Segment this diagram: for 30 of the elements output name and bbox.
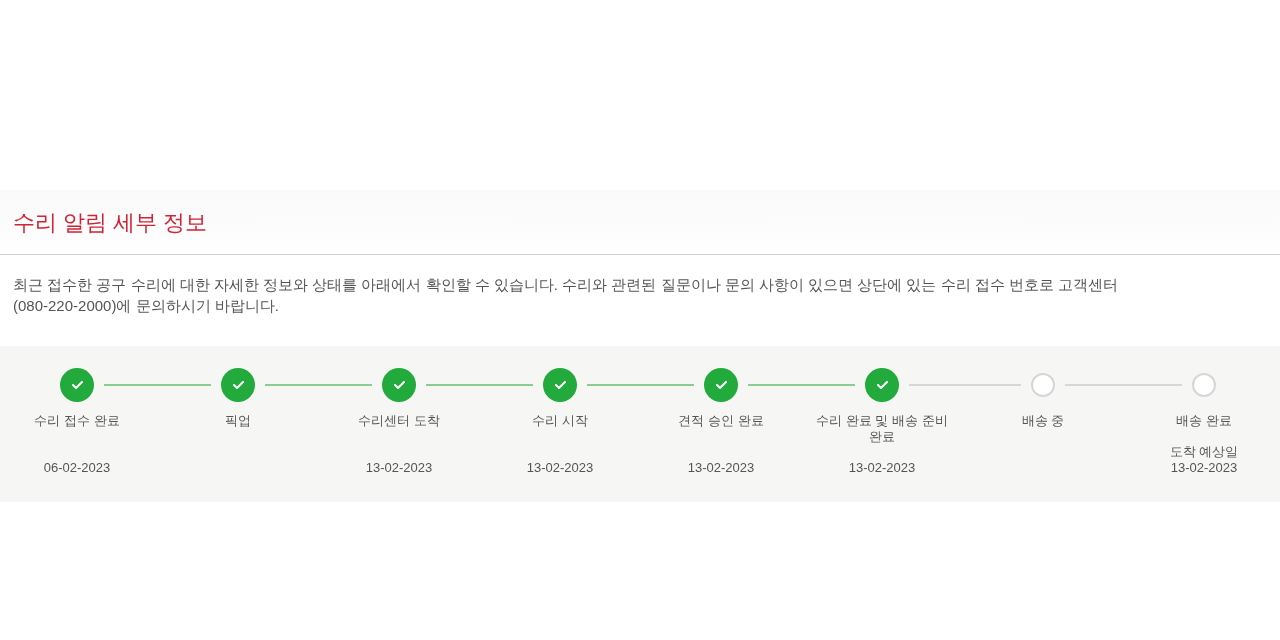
connector-line bbox=[425, 384, 534, 386]
step-date: 13-02-2023 bbox=[526, 460, 594, 476]
completed-step-circle bbox=[382, 368, 416, 402]
completed-step-circle bbox=[704, 368, 738, 402]
step-label: 견적 승인 완료 bbox=[678, 413, 764, 429]
connector-line bbox=[264, 384, 373, 386]
step-label: 수리 시작 bbox=[532, 413, 588, 429]
page-title: 수리 알림 세부 정보 bbox=[13, 209, 208, 237]
connector-line bbox=[586, 384, 695, 386]
step-date: 06-02-2023 bbox=[43, 460, 111, 476]
completed-step-circle bbox=[221, 368, 255, 402]
completed-step-circle bbox=[543, 368, 577, 402]
completed-step-circle bbox=[60, 368, 94, 402]
step-date: 13-02-2023 bbox=[365, 460, 433, 476]
step-label: 배송 중 bbox=[1021, 413, 1065, 429]
step-date: 도착 예상일 bbox=[1169, 444, 1239, 460]
connector-line bbox=[103, 384, 212, 386]
step-label: 배송 완료 bbox=[1176, 413, 1232, 429]
step-date: 13-02-2023 bbox=[1170, 460, 1238, 476]
step-label: 픽업 bbox=[225, 413, 251, 429]
pending-step-circle bbox=[1031, 373, 1055, 397]
pending-step-circle bbox=[1192, 373, 1216, 397]
step-label: 수리 접수 완료 bbox=[34, 413, 120, 429]
connector-line bbox=[747, 384, 856, 386]
step-date: 13-02-2023 bbox=[687, 460, 755, 476]
intro-text: 최근 접수한 공구 수리에 대한 자세한 정보와 상태를 아래에서 확인할 수 있습니다. 수리와 관련된 질문이나 문의 사항이 있으면 상단에 있는 수리 접수 번호로 고객센터 (080-220-2000)에 문의하시기 바랍니다. bbox=[13, 275, 1120, 316]
step-label: 수리 완료 및 배송 준비 완료 bbox=[815, 413, 949, 445]
step-label: 수리센터 도착 bbox=[358, 413, 440, 429]
completed-step-circle bbox=[865, 368, 899, 402]
step-date: 13-02-2023 bbox=[848, 460, 916, 476]
